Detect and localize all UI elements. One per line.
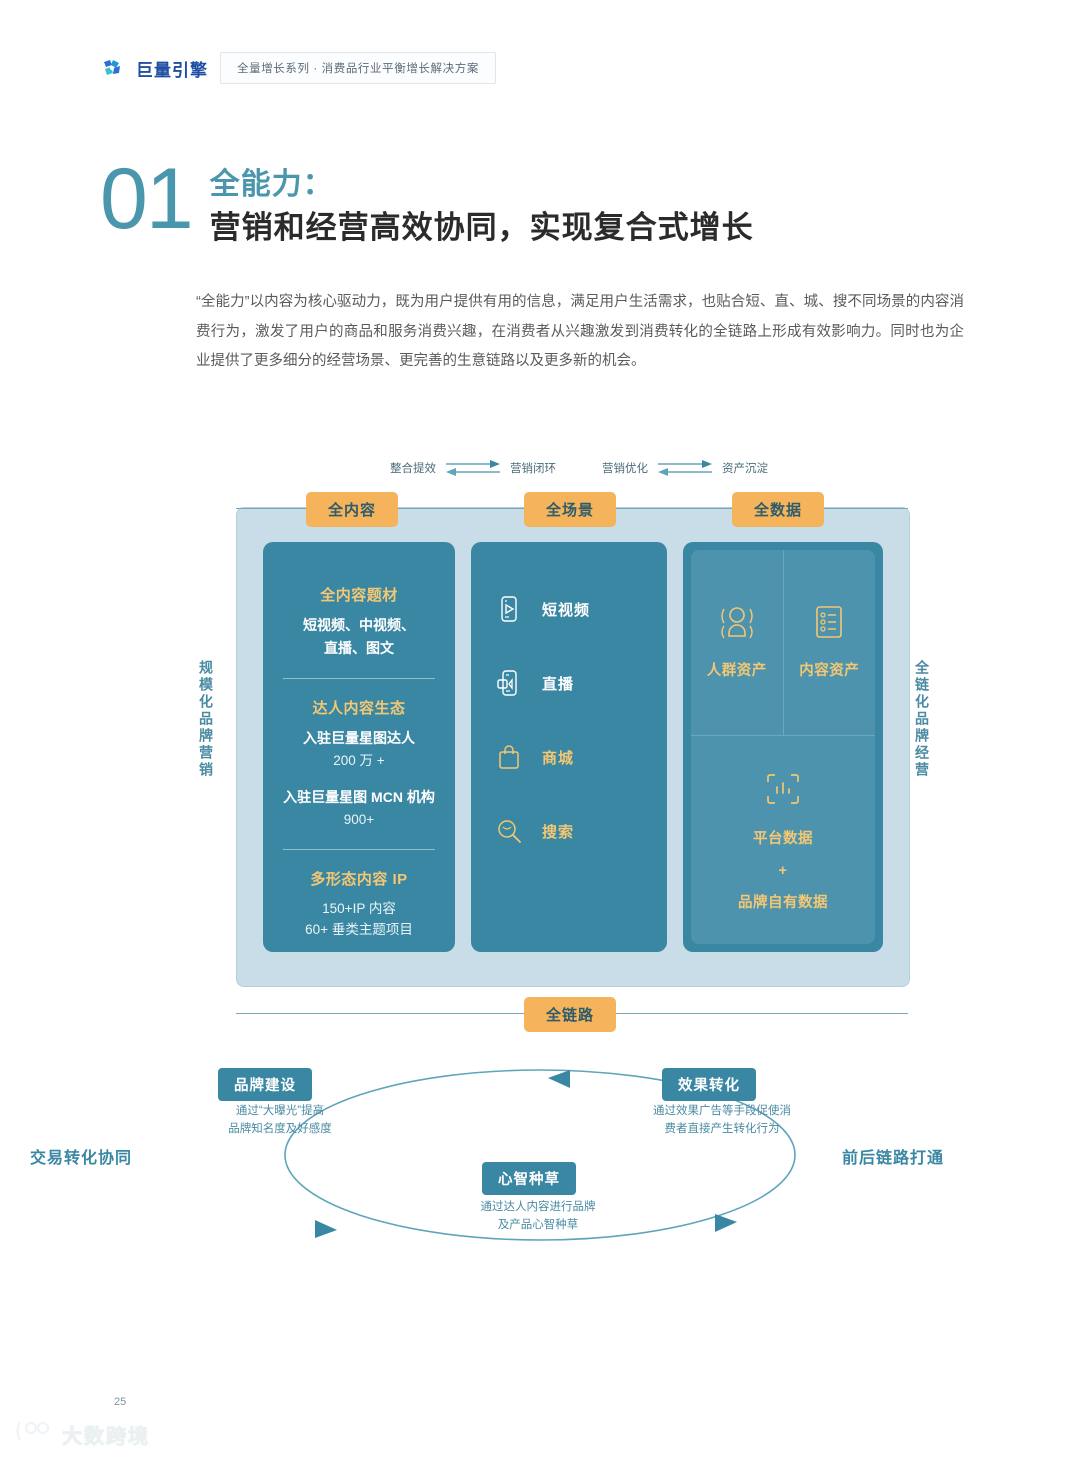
- live-stream-icon: [494, 668, 524, 698]
- cycle-desc-mindshare-line-1: 通过达人内容进行品牌: [480, 1201, 596, 1213]
- scene-item-short-video: 短视频: [494, 594, 644, 624]
- cycle-desc-brand-line-1: 通过“大曝光”提高: [235, 1105, 325, 1117]
- cycle-node-performance: 效果转化: [662, 1068, 756, 1101]
- flow-left-label-2: 营销优化: [602, 463, 648, 475]
- cycle-side-label-left: 交易转化协同: [30, 1150, 133, 1167]
- flow-arrow-row: 整合提效 营销闭环 营销优化 资产沉淀: [230, 458, 910, 488]
- scene-item-mall: 商城: [494, 742, 644, 772]
- cycle-desc-performance-line-2: 费者直接产生转化行为: [664, 1123, 780, 1136]
- scene-label-search: 搜索: [542, 823, 575, 841]
- cycle-desc-brand-building: 通过“大曝光”提高 品牌知名度及好感度: [200, 1102, 360, 1139]
- data-label-audience-asset: 人群资产: [706, 663, 767, 680]
- intro-paragraph: “全能力”以内容为核心驱动力，既为用户提供有用的信息，满足用户生活需求，也贴合短…: [196, 294, 964, 370]
- scene-label-mall: 商城: [542, 749, 575, 767]
- flow-arrow-group-2: 营销优化 资产沉淀: [602, 458, 768, 478]
- content-list-icon: [807, 602, 851, 651]
- cycle-desc-performance-line-1: 通过效果广告等手段促使消: [653, 1105, 791, 1117]
- shopping-bag-icon: [494, 742, 524, 772]
- data-label-platform-plus: +: [778, 863, 788, 880]
- title-line-2: 营销和经营高效协同，实现复合式增长: [209, 209, 754, 245]
- title-line-1: 全能力：: [209, 168, 334, 201]
- diagram-columns: 全内容题材 短视频、中视频、 直播、图文 达人内容生态 入驻巨量星图达人 200…: [263, 542, 883, 952]
- capability-diagram: 全内容题材 短视频、中视频、 直播、图文 达人内容生态 入驻巨量星图达人 200…: [236, 507, 910, 987]
- side-label-left: 规模化品牌营销: [198, 660, 214, 779]
- content-block-2-line-1: 入驻巨量星图达人: [303, 730, 415, 747]
- watermark-logo-icon: [14, 1418, 54, 1450]
- watermark-text: 大数跨境: [62, 1425, 150, 1448]
- content-block-3-line-2: 60+ 垂类主题项目: [305, 922, 413, 938]
- data-cell-content-asset: 内容资产: [784, 550, 876, 735]
- footer-watermark: 大数跨境: [14, 1418, 150, 1450]
- content-divider-2: [283, 848, 435, 850]
- content-block-2-value-2: 900+: [343, 811, 375, 827]
- cycle-node-mindshare: 心智种草: [482, 1162, 576, 1195]
- content-block-3-title: 多形态内容 IP: [310, 870, 408, 888]
- content-block-2-value-1: 200 万 +: [333, 753, 385, 769]
- cycle-desc-performance: 通过效果广告等手段促使消 费者直接产生转化行为: [622, 1102, 822, 1139]
- column-all-scene: 短视频 直播: [471, 542, 667, 952]
- flow-right-label-1: 营销闭环: [510, 463, 556, 475]
- content-block-1-title: 全内容题材: [320, 587, 398, 604]
- column-all-data: 人群资产: [683, 542, 883, 952]
- flow-left-label-1: 整合提效: [390, 463, 436, 475]
- data-label-content-asset: 内容资产: [799, 663, 860, 680]
- content-block-1-line-1: 短视频、中视频、: [303, 617, 415, 633]
- data-label-platform-line2: 品牌自有数据: [738, 894, 828, 911]
- pill-all-scene: 全场景: [524, 492, 617, 527]
- pill-all-chain: 全链路: [524, 997, 617, 1032]
- short-video-icon: [494, 594, 524, 624]
- cycle-node-brand-building: 品牌建设: [218, 1068, 312, 1101]
- scene-item-search: 搜索: [494, 816, 644, 846]
- flow-arrow-group-1: 整合提效 营销闭环: [390, 458, 556, 478]
- page-number: 25: [114, 1396, 127, 1408]
- bidirectional-arrow-icon: [656, 458, 714, 478]
- content-divider-1: [283, 678, 435, 680]
- section-title: 01 全能力： 营销和经营高效协同，实现复合式增长: [100, 151, 754, 248]
- data-label-platform-line1: 平台数据: [753, 831, 813, 848]
- cycle-desc-brand-line-2: 品牌知名度及好感度: [228, 1123, 332, 1136]
- cycle-desc-mindshare-line-2: 及产品心智种草: [497, 1219, 579, 1232]
- juliang-logo-icon: [100, 56, 124, 80]
- conversion-cycle: 交易转化协同 前后链路打通 品牌建设 通过“大曝光”提高 品牌知名度及好感度 效…: [30, 1040, 943, 1270]
- pill-all-data: 全数据: [732, 492, 825, 527]
- data-cell-platform: 平台数据 + 品牌自有数据: [691, 736, 875, 945]
- search-icon: [494, 816, 524, 846]
- side-label-right: 全链化品牌经营: [914, 660, 930, 779]
- cycle-ellipse-icon: [284, 1069, 796, 1241]
- platform-data-icon: [758, 766, 808, 819]
- page-header: 巨量引擎 全量增长系列 · 消费品行业平衡增长解决方案: [100, 52, 496, 84]
- brand-name: 巨量引擎: [136, 60, 208, 80]
- section-number: 01: [100, 151, 194, 247]
- cycle-side-label-right: 前后链路打通: [842, 1150, 945, 1167]
- cycle-desc-mindshare: 通过达人内容进行品牌 及产品心智种草: [448, 1198, 628, 1235]
- scene-label-short-video: 短视频: [542, 601, 591, 619]
- content-block-3-line-1: 150+IP 内容: [322, 900, 396, 916]
- column-all-content: 全内容题材 短视频、中视频、 直播、图文 达人内容生态 入驻巨量星图达人 200…: [263, 542, 455, 952]
- user-asset-icon: [714, 602, 760, 651]
- scene-item-live: 直播: [494, 668, 644, 698]
- content-block-2-title: 达人内容生态: [312, 700, 406, 718]
- flow-right-label-2: 资产沉淀: [722, 463, 768, 475]
- scene-label-live: 直播: [542, 675, 575, 693]
- content-block-2-line-2: 入驻巨量星图 MCN 机构: [283, 788, 435, 805]
- content-block-1-line-2: 直播、图文: [324, 640, 394, 657]
- bidirectional-arrow-icon: [444, 458, 502, 478]
- data-cell-audience-asset: 人群资产: [691, 550, 784, 736]
- header-tagline: 全量增长系列 · 消费品行业平衡增长解决方案: [220, 52, 496, 84]
- pill-all-content: 全内容: [306, 492, 399, 527]
